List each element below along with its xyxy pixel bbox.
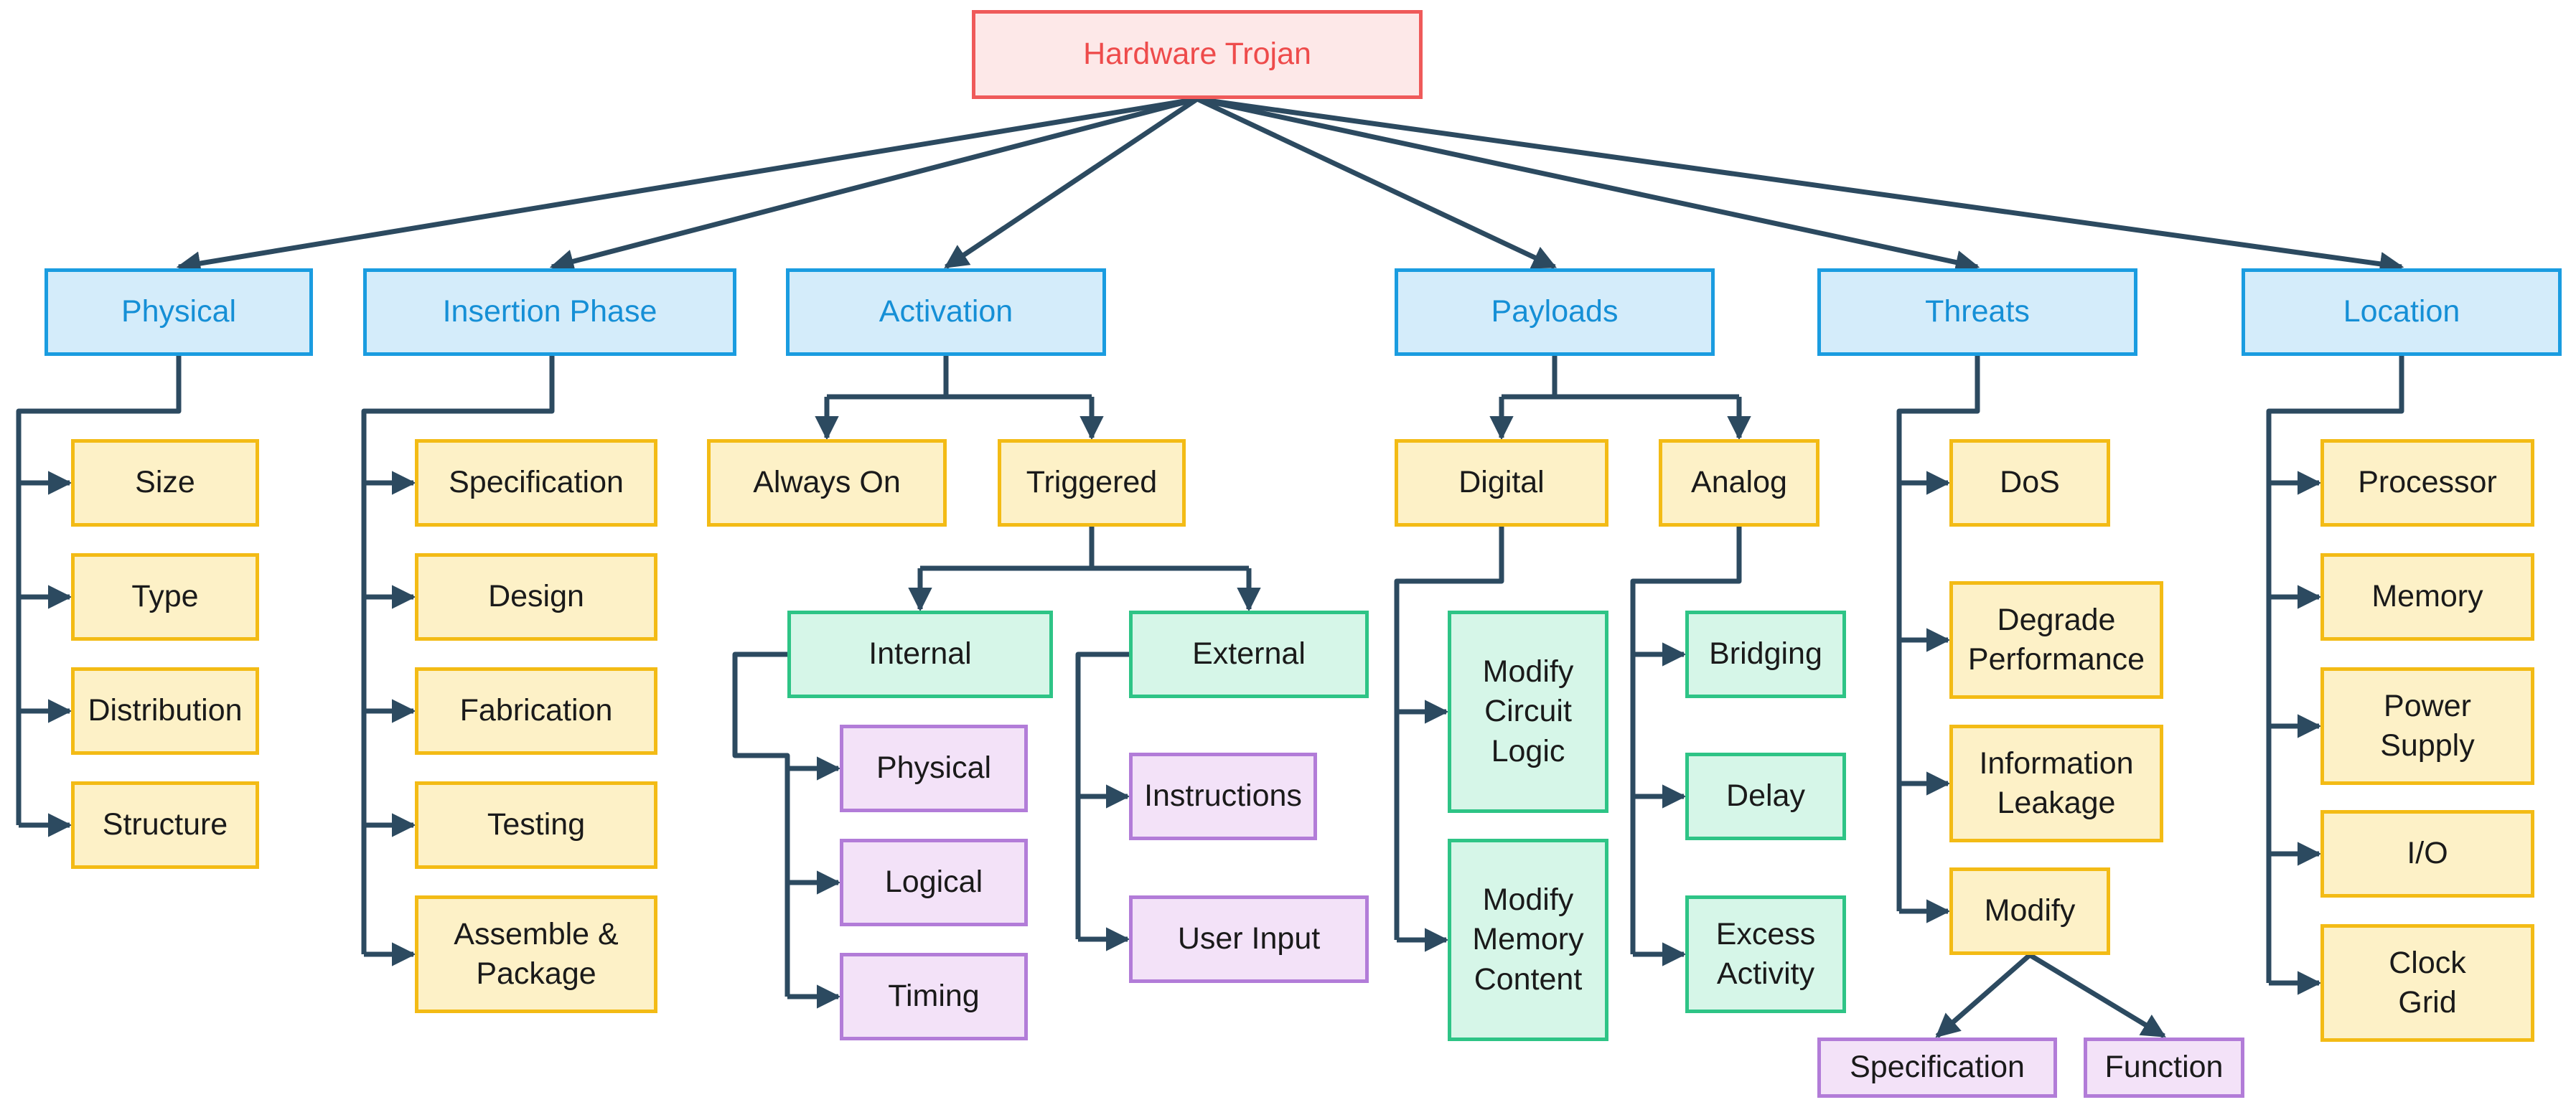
payload-analog: Analog: [1659, 439, 1819, 527]
connector-line: [1196, 96, 1980, 275]
insertion-phase-item: Assemble & Package: [415, 895, 657, 1013]
connector-line: [2028, 953, 2166, 1038]
connector-line: [361, 356, 555, 954]
category-payloads: Payloads: [1395, 268, 1715, 356]
internal-trigger-item: Timing: [840, 953, 1028, 1040]
external-trigger-item: Instructions: [1129, 753, 1317, 840]
connector-line: [16, 356, 182, 825]
connector-line: [176, 96, 1198, 276]
activation-always-on: Always On: [707, 439, 947, 527]
insertion-phase-item: Testing: [415, 781, 657, 869]
threat-item: Information Leakage: [1949, 725, 2163, 842]
connector-line: [1630, 527, 1742, 954]
threat-item: Degrade Performance: [1949, 581, 2163, 699]
external-trigger-item: User Input: [1129, 895, 1369, 983]
trigger-external: External: [1129, 611, 1369, 698]
category-threats: Threats: [1817, 268, 2137, 356]
location-item: Memory: [2320, 553, 2534, 641]
threat-modify: Modify: [1949, 867, 2110, 955]
location-item: Clock Grid: [2320, 924, 2534, 1042]
insertion-phase-item: Specification: [415, 439, 657, 527]
analog-payload-item: Excess Activity: [1685, 895, 1846, 1013]
payload-digital: Digital: [1395, 439, 1608, 527]
root-hardware-trojan: Hardware Trojan: [972, 10, 1423, 99]
connector-line: [1196, 96, 1558, 270]
connector-line: [1935, 953, 2032, 1038]
connector-line: [944, 97, 1199, 269]
analog-payload-item: Bridging: [1685, 611, 1846, 698]
trigger-internal: Internal: [787, 611, 1053, 698]
internal-trigger-item: Logical: [840, 839, 1028, 926]
connector-line: [1196, 96, 2404, 276]
connector-line: [1394, 527, 1504, 940]
modify-item: Function: [2084, 1038, 2244, 1098]
insertion-phase-item: Design: [415, 553, 657, 641]
activation-triggered: Triggered: [998, 439, 1186, 527]
insertion-phase-item: Fabrication: [415, 667, 657, 755]
connector-line: [732, 651, 790, 997]
connector-line: [1075, 651, 1129, 939]
location-item: I/O: [2320, 810, 2534, 898]
physical-item: Distribution: [71, 667, 259, 755]
category-location: Location: [2242, 268, 2562, 356]
internal-trigger-item: Physical: [840, 725, 1028, 812]
physical-item: Type: [71, 553, 259, 641]
digital-payload-item: Modify Memory Content: [1448, 839, 1608, 1041]
connector-line: [1896, 356, 1980, 911]
category-activation: Activation: [786, 268, 1106, 356]
location-item: Processor: [2320, 439, 2534, 527]
location-item: Power Supply: [2320, 667, 2534, 785]
category-physical: Physical: [45, 268, 313, 356]
threat-item: DoS: [1949, 439, 2110, 527]
connector-line: [2266, 356, 2404, 983]
analog-payload-item: Delay: [1685, 753, 1846, 840]
category-insertion-phase: Insertion Phase: [363, 268, 736, 356]
physical-item: Size: [71, 439, 259, 527]
physical-item: Structure: [71, 781, 259, 869]
digital-payload-item: Modify Circuit Logic: [1448, 611, 1608, 813]
modify-item: Specification: [1817, 1038, 2057, 1098]
connector-line: [549, 96, 1198, 273]
